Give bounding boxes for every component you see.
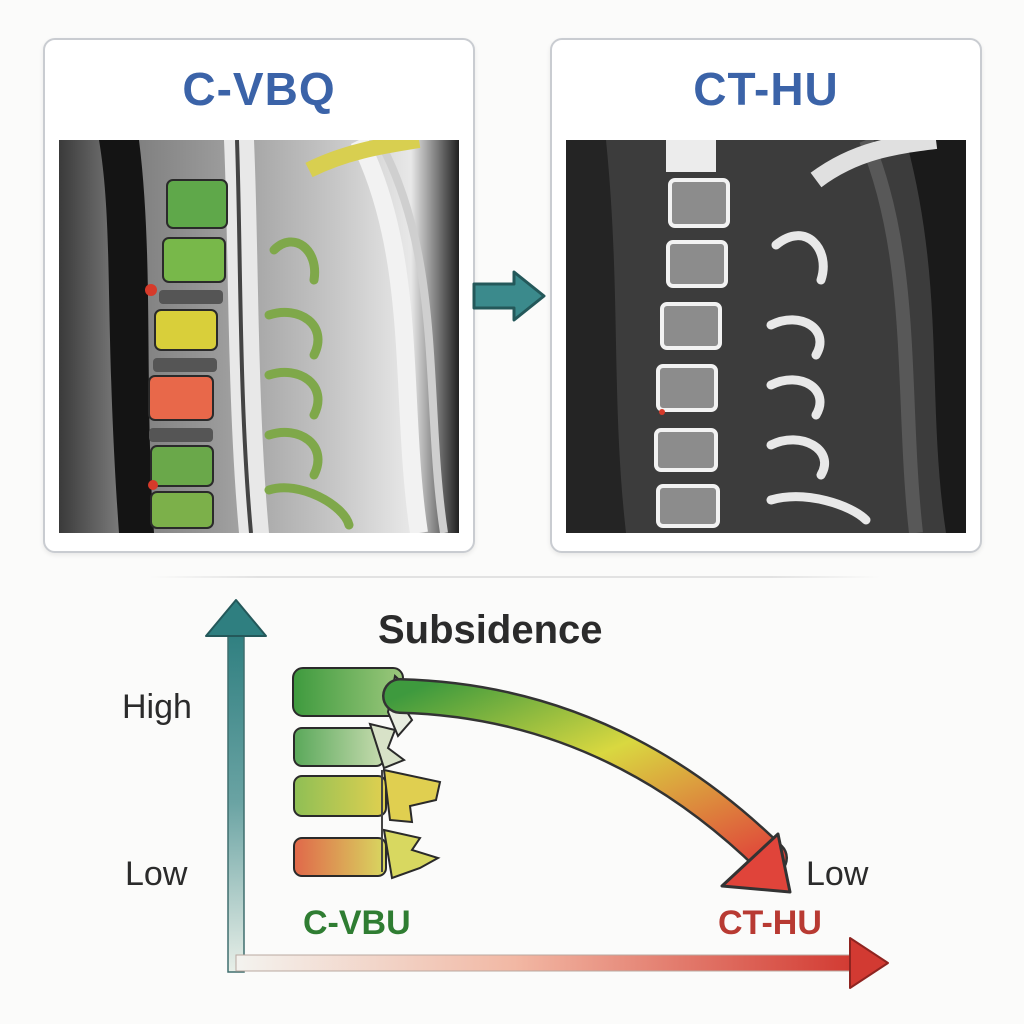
x-axis-start-label: C-VBU (303, 904, 411, 942)
ct-vertebrae (654, 178, 730, 528)
x-axis-end-label: CT-HU (718, 904, 822, 942)
ct-hu-panel: CT-HU (550, 38, 982, 553)
ct-scan-image (566, 140, 966, 533)
x-axis-arrow (235, 937, 889, 989)
c-vbq-title: C-VBQ (182, 63, 336, 115)
y-axis-arrow (205, 599, 267, 973)
y-axis-low-label: Low (125, 855, 188, 893)
y-axis-high-label: High (122, 688, 192, 726)
vertebrae-stack-illustration (292, 667, 442, 880)
section-divider (150, 576, 880, 578)
subsidence-trend-arrow (382, 678, 792, 894)
transition-arrow-icon (472, 270, 546, 322)
vertebrae-colored (145, 179, 228, 529)
mri-scan-image (59, 140, 459, 533)
curve-end-low-label: Low (806, 855, 869, 893)
c-vbq-panel: C-VBQ (43, 38, 475, 553)
subsidence-title: Subsidence (378, 608, 603, 652)
ct-hu-title: CT-HU (693, 63, 839, 115)
